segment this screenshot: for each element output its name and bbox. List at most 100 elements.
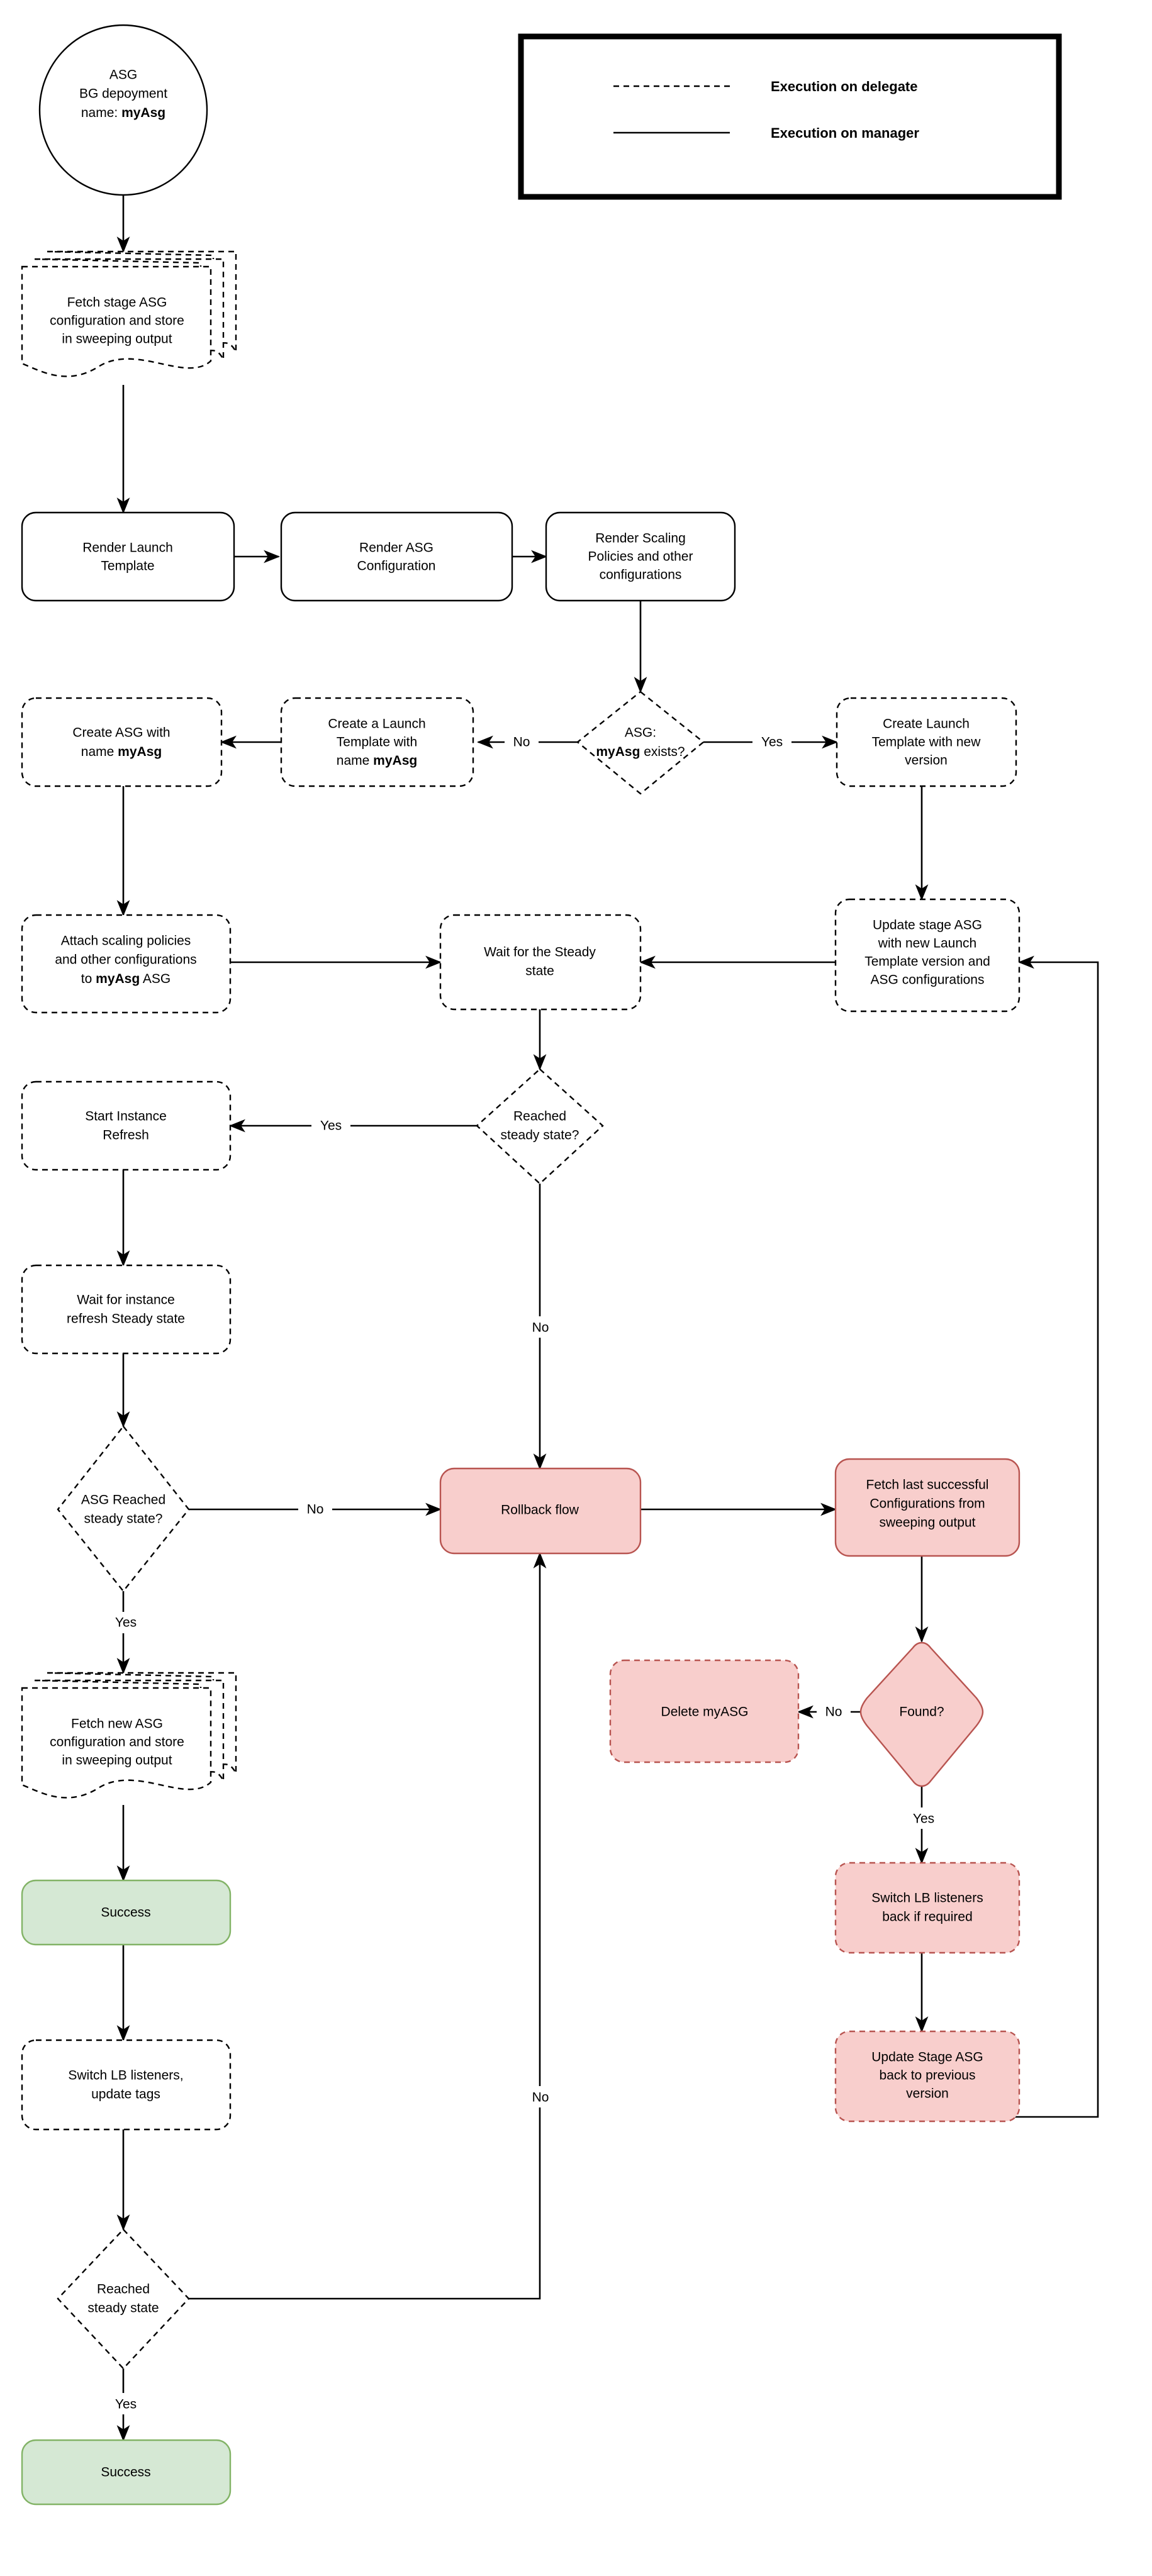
- edge-label-asg-reached-no: No: [307, 1502, 324, 1517]
- node-fetch-new-asg[interactable]: Fetch new ASG configuration and store in…: [21, 1672, 237, 1799]
- create-lt-new-line-2: Template with new: [872, 735, 981, 750]
- render-lt-line-2: Template: [101, 559, 154, 574]
- node-render-asg-configuration[interactable]: Render ASG Configuration: [280, 511, 513, 602]
- update-stage-line-4: ASG configurations: [871, 973, 985, 987]
- asg-exists-diamond[interactable]: [576, 691, 705, 795]
- node-success-mid[interactable]: Success: [21, 1879, 232, 1946]
- node-update-stage-asg[interactable]: Update stage ASG with new Launch Templat…: [834, 898, 1021, 1013]
- wait-refresh-rect[interactable]: [21, 1264, 232, 1355]
- legend-label-delegate: Execution on delegate: [771, 79, 918, 94]
- render-lt-line-1: Render Launch: [82, 541, 173, 555]
- update-prev-line-2: back to previous: [880, 2068, 976, 2083]
- node-wait-instance-refresh[interactable]: Wait for instance refresh Steady state: [21, 1264, 232, 1355]
- wait-refresh-line-1: Wait for instance: [77, 1293, 175, 1307]
- fetch-last-line-2: Configurations from: [870, 1497, 985, 1511]
- attach-scaling-rect[interactable]: [21, 914, 232, 1014]
- create-lt-myasg-line-1: Create a Launch: [328, 717, 425, 731]
- wait-steady-line-2: state: [525, 964, 554, 979]
- node-start-instance-refresh[interactable]: Start Instance Refresh: [21, 1080, 232, 1171]
- success-final-rect[interactable]: [21, 2439, 232, 2506]
- node-render-launch-template[interactable]: Render Launch Template: [21, 511, 235, 602]
- edge-label-found-yes: Yes: [913, 1812, 934, 1826]
- node-reached-steady-state-decision[interactable]: Reached steady state?: [476, 1068, 604, 1185]
- node-delete-myasg[interactable]: Delete myASG: [609, 1659, 800, 1763]
- start-line-3b: myAsg: [121, 106, 165, 120]
- asg-reached-diamond[interactable]: [57, 1425, 190, 1592]
- node-create-asg-myasg[interactable]: Create ASG with name myAsg: [21, 697, 223, 787]
- switch-lb-back-line-1: Switch LB listeners: [871, 1891, 983, 1906]
- final-steady-diamond[interactable]: [57, 2228, 190, 2370]
- create-lt-myasg-line-3a: name: [337, 753, 373, 768]
- render-lt-rect[interactable]: [21, 511, 235, 602]
- node-found-decision[interactable]: Found?: [859, 1641, 984, 1787]
- final-steady-line-2: steady state: [87, 2301, 159, 2316]
- delete-myasg-label: Delete myASG: [661, 1705, 749, 1719]
- svg-text:name myAsg: name myAsg: [81, 745, 162, 759]
- edge-labels-layer: No Yes Yes No No Yes No Yes No Yes: [106, 731, 943, 2414]
- update-stage-rect[interactable]: [834, 898, 1021, 1013]
- switch-lb-tags-rect[interactable]: [21, 2039, 232, 2131]
- svg-text:myAsg exists?: myAsg exists?: [596, 745, 685, 759]
- found-diamond[interactable]: [859, 1641, 984, 1787]
- reached-steady-line-1: Reached: [513, 1109, 566, 1124]
- fetch-stage-line-2: configuration and store: [50, 314, 184, 328]
- attach-line-2: and other configurations: [55, 953, 196, 967]
- edge-label-asg-exists-yes: Yes: [761, 735, 783, 750]
- node-success-final[interactable]: Success: [21, 2439, 232, 2506]
- start-refresh-rect[interactable]: [21, 1080, 232, 1171]
- node-fetch-stage-asg[interactable]: Fetch stage ASG configuration and store …: [21, 250, 237, 377]
- update-prev-rect[interactable]: [834, 2030, 1021, 2123]
- node-render-scaling-policies[interactable]: Render Scaling Policies and other config…: [545, 511, 736, 602]
- start-refresh-line-1: Start Instance: [85, 1109, 167, 1124]
- render-asg-line-2: Configuration: [357, 559, 436, 574]
- wait-steady-rect[interactable]: [439, 914, 642, 1011]
- update-prev-line-1: Update Stage ASG: [871, 2050, 983, 2065]
- node-fetch-last-successful[interactable]: Fetch last successful Configurations fro…: [834, 1458, 1021, 1557]
- create-asg-rect[interactable]: [21, 697, 223, 787]
- success-mid-rect[interactable]: [21, 1879, 232, 1946]
- asg-reached-line-2: steady state?: [84, 1512, 163, 1526]
- node-start[interactable]: ASG BG depoyment name: myAsg: [38, 24, 208, 196]
- create-lt-myasg-rect[interactable]: [280, 697, 474, 787]
- reached-steady-diamond[interactable]: [476, 1068, 604, 1185]
- fetch-last-rect[interactable]: [834, 1458, 1021, 1557]
- reached-steady-line-2: steady state?: [501, 1128, 579, 1143]
- svg-text:to myAsg ASG: to myAsg ASG: [81, 972, 171, 986]
- asg-exists-line-1: ASG:: [625, 726, 656, 740]
- start-ellipse[interactable]: [38, 24, 208, 196]
- node-asg-reached-steady-state-decision[interactable]: ASG Reached steady state?: [57, 1425, 190, 1592]
- start-line-3a: name:: [81, 106, 121, 120]
- wait-refresh-line-2: refresh Steady state: [67, 1312, 185, 1326]
- fetch-stage-line-1: Fetch stage ASG: [67, 296, 167, 310]
- legend-box: [518, 33, 1062, 200]
- fetch-last-line-1: Fetch last successful: [866, 1478, 989, 1492]
- edge-label-asg-exists-no: No: [513, 735, 530, 750]
- node-attach-scaling-policies[interactable]: Attach scaling policies and other config…: [21, 914, 232, 1014]
- edge-label-final-steady-no: No: [532, 2090, 549, 2105]
- node-create-launch-template-new-version[interactable]: Create Launch Template with new version: [836, 697, 1017, 787]
- delete-myasg-rect[interactable]: [609, 1659, 800, 1763]
- node-asg-exists-decision[interactable]: ASG: myAsg exists?: [576, 691, 705, 795]
- render-asg-rect[interactable]: [280, 511, 513, 602]
- asg-exists-line-2a: myAsg: [596, 745, 640, 759]
- node-switch-lb-update-tags[interactable]: Switch LB listeners, update tags: [21, 2039, 232, 2131]
- switch-lb-back-rect[interactable]: [834, 1862, 1021, 1954]
- found-label: Found?: [899, 1705, 944, 1719]
- update-stage-line-1: Update stage ASG: [873, 918, 982, 933]
- node-reached-steady-state-final[interactable]: Reached steady state: [57, 2228, 190, 2370]
- node-update-stage-asg-previous[interactable]: Update Stage ASG back to previous versio…: [834, 2030, 1021, 2123]
- rollback-rect[interactable]: [439, 1467, 642, 1555]
- svg-text:name myAsg: name myAsg: [337, 753, 417, 768]
- start-line-1: ASG: [109, 68, 137, 82]
- node-wait-steady-state[interactable]: Wait for the Steady state: [439, 914, 642, 1011]
- edge-label-found-no: No: [825, 1705, 842, 1719]
- asg-reached-line-1: ASG Reached: [81, 1493, 165, 1507]
- render-scaling-rect[interactable]: [545, 511, 736, 602]
- node-switch-lb-back[interactable]: Switch LB listeners back if required: [834, 1862, 1021, 1954]
- create-lt-new-rect[interactable]: [836, 697, 1017, 787]
- node-rollback-flow[interactable]: Rollback flow: [439, 1467, 642, 1555]
- fetch-new-line-1: Fetch new ASG: [71, 1717, 163, 1731]
- node-create-launch-template-myasg[interactable]: Create a Launch Template with name myAsg: [280, 697, 474, 787]
- create-lt-new-line-3: version: [905, 753, 948, 768]
